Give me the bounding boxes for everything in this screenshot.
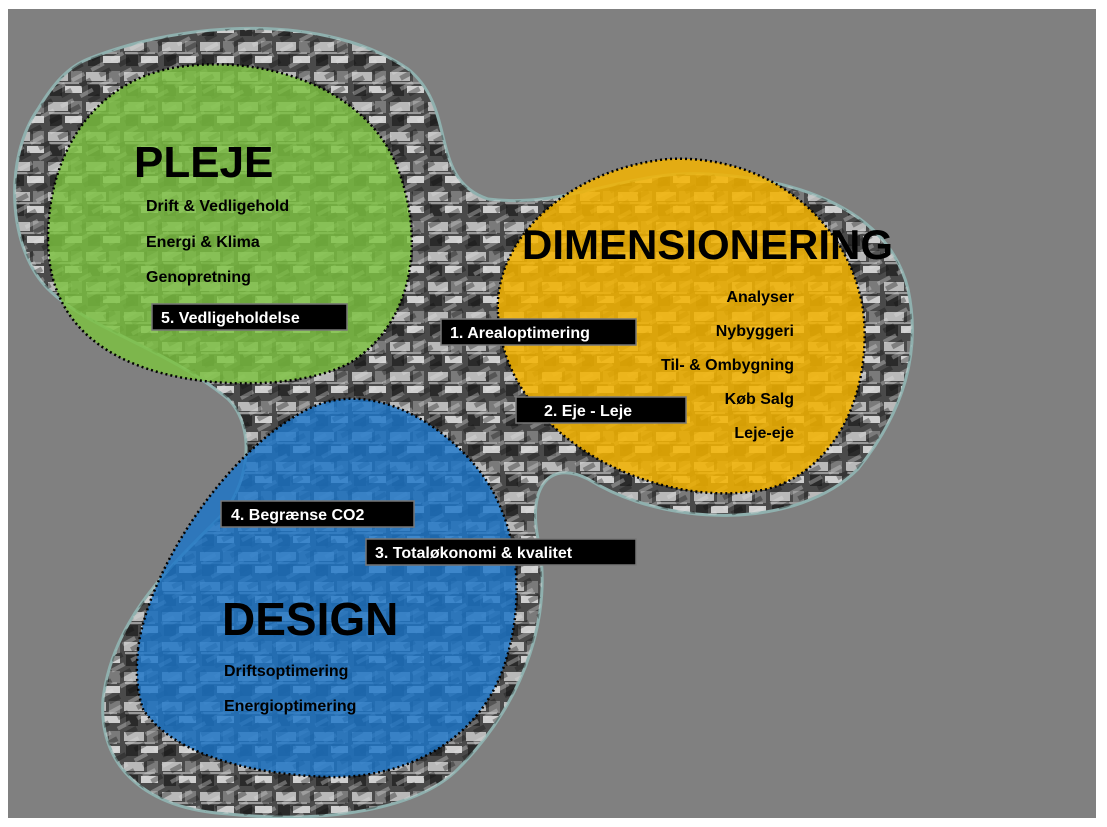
label-eje-leje: 2. Eje - Leje xyxy=(515,396,687,424)
label-eje-leje-text: 2. Eje - Leje xyxy=(544,403,632,420)
diagram-canvas: PLEJE Drift & Vedligehold Energi & Klima… xyxy=(8,9,1096,818)
dimensionering-item: Analyser xyxy=(726,289,794,306)
dimensionering-title: DIMENSIONERING xyxy=(522,221,893,268)
label-begraense-co2-text: 4. Begrænse CO2 xyxy=(231,507,364,524)
pleje-title: PLEJE xyxy=(134,138,273,187)
diagram-svg: PLEJE Drift & Vedligehold Energi & Klima… xyxy=(8,9,1096,818)
dimensionering-item: Leje-eje xyxy=(734,425,794,442)
label-arealoptimering: 1. Arealoptimering xyxy=(440,318,637,346)
dimensionering-item: Køb Salg xyxy=(725,391,794,408)
design-item: Driftsoptimering xyxy=(224,663,348,680)
dimensionering-item: Nybyggeri xyxy=(716,323,794,340)
label-arealoptimering-text: 1. Arealoptimering xyxy=(450,325,590,342)
label-begraense-co2: 4. Begrænse CO2 xyxy=(220,500,415,528)
pleje-region xyxy=(46,63,414,385)
pleje-item: Genopretning xyxy=(146,269,251,286)
label-totaloekonomi: 3. Totaløkonomi & kvalitet xyxy=(365,538,637,566)
label-totaloekonomi-text: 3. Totaløkonomi & kvalitet xyxy=(375,545,573,562)
label-vedligeholdelse-text: 5. Vedligeholdelse xyxy=(161,310,300,327)
dimensionering-item: Til- & Ombygning xyxy=(661,357,794,374)
design-title: DESIGN xyxy=(222,593,398,645)
label-vedligeholdelse: 5. Vedligeholdelse xyxy=(151,303,348,331)
design-region xyxy=(135,397,518,779)
pleje-item: Energi & Klima xyxy=(146,234,260,251)
pleje-item: Drift & Vedligehold xyxy=(146,198,289,215)
design-item: Energioptimering xyxy=(224,698,356,715)
